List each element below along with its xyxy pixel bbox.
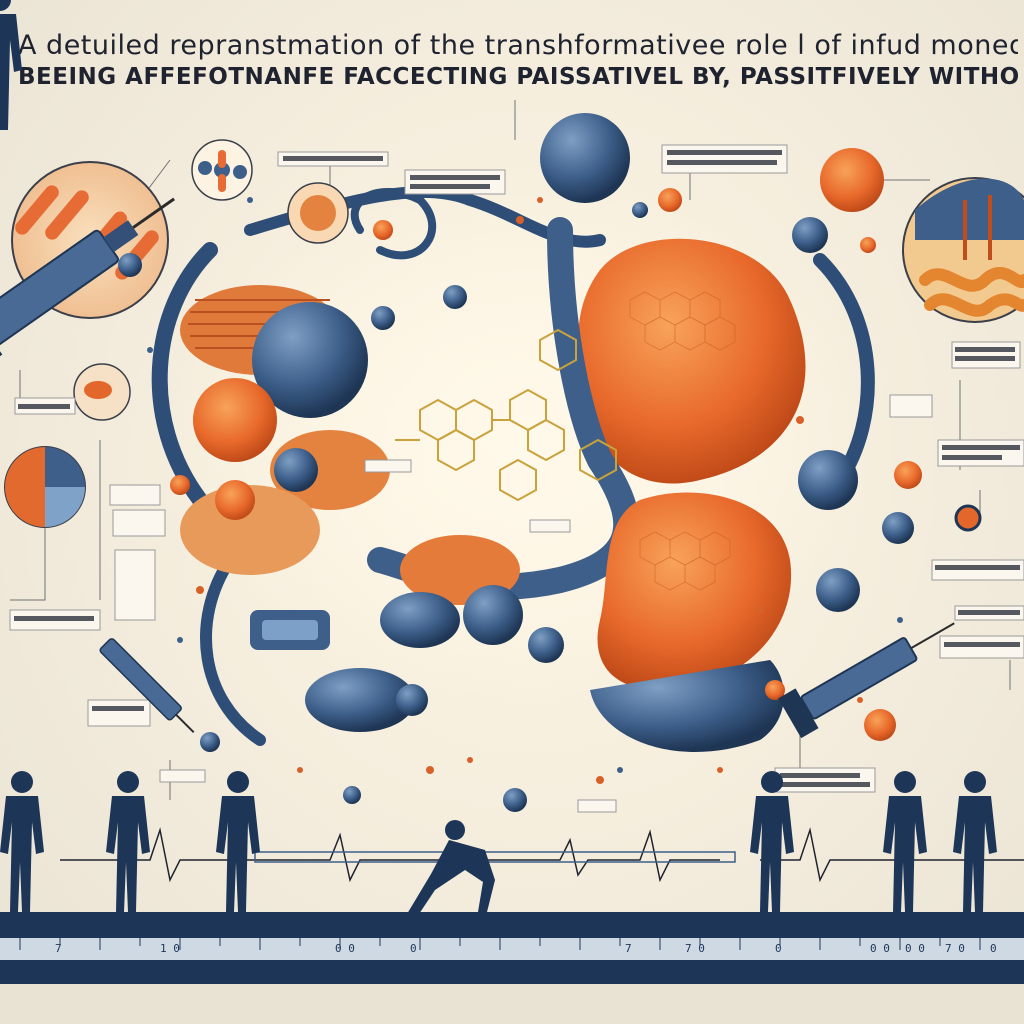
ruler-bar [0,912,1024,1024]
human-silhouette-icon [0,0,22,130]
ruler-label: 0 0 [335,942,355,955]
ruler-label: 0 0 [870,942,890,955]
ruler-label: 1 0 [160,942,180,955]
molecule-icon [395,328,617,502]
ruler-label: 0 [990,942,997,955]
label-boxes [9,144,1024,813]
ruler-label: 0 [775,942,782,955]
title-line-1: A detuiled repranstmation of the transhf… [18,30,1018,61]
sphere-icon [170,113,922,812]
title-line-2: BEEING AFFEFOTNANFE FACCECTING PAISSATIV… [18,64,1018,90]
syringe-icon [99,638,195,734]
ecg-line-icon [60,827,1024,883]
ruler-label: 7 0 [685,942,705,955]
stomach-icon [367,217,806,752]
syringe-icon [0,197,175,367]
intestine-icon [902,177,1024,323]
ruler-label: 7 [55,942,62,955]
illustration-title: A detuiled repranstmation of the transhf… [18,30,1018,92]
small-insets [4,139,982,532]
ruler-ticks [19,938,981,950]
ruler-label: 0 [410,942,417,955]
ruler-label: 7 0 [945,942,965,955]
ruler-label: 0 0 [905,942,925,955]
left-organ-cluster [180,285,520,732]
ruler-label: 7 [625,942,632,955]
syringe-icon [778,622,955,739]
